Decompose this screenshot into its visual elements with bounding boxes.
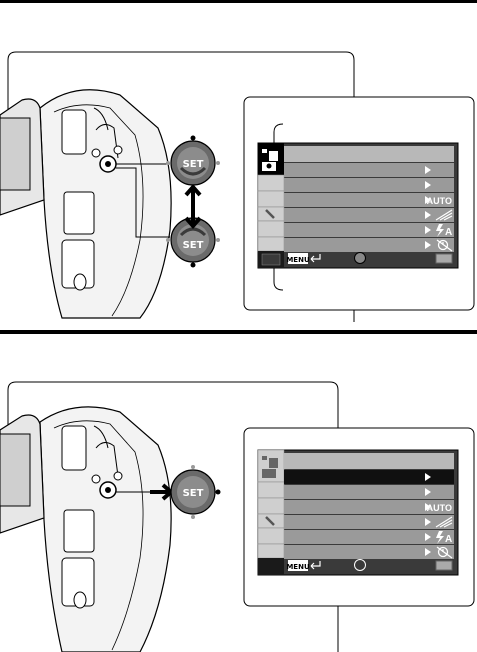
menu-header-2 bbox=[284, 453, 454, 469]
battery-icon bbox=[436, 561, 452, 570]
camera-illustration-2 bbox=[0, 407, 171, 652]
value-auto-2: AUTO bbox=[427, 503, 452, 513]
section-rule-top bbox=[0, 0, 477, 3]
menu-row[interactable]: A bbox=[284, 223, 454, 238]
set-key-icon bbox=[355, 253, 366, 264]
menu-key-label: MENU bbox=[286, 256, 310, 264]
camera-lens-window bbox=[62, 110, 86, 154]
camera-icon bbox=[262, 469, 276, 478]
set-label-upper: SET bbox=[183, 159, 204, 170]
menu-row[interactable]: AUTO bbox=[284, 500, 454, 514]
menu-row-selected[interactable] bbox=[284, 470, 454, 484]
set-label-center: SET bbox=[183, 488, 204, 499]
menu-row[interactable] bbox=[284, 238, 454, 252]
svg-text:A: A bbox=[445, 534, 452, 545]
menu-header bbox=[284, 146, 454, 162]
menu-screen-2: AUTO A bbox=[258, 450, 458, 575]
menu-key-label-2: MENU bbox=[286, 563, 310, 571]
menu-row[interactable] bbox=[284, 545, 454, 559]
stripe-mode-icon bbox=[436, 517, 452, 527]
menu-row[interactable] bbox=[284, 178, 454, 192]
stripe-mode-icon bbox=[436, 210, 452, 220]
set-label-lower: SET bbox=[183, 240, 204, 251]
battery-icon bbox=[436, 254, 452, 263]
menu-row[interactable]: A bbox=[284, 530, 454, 545]
down-arrow-icon bbox=[186, 205, 200, 226]
menu-row[interactable] bbox=[284, 485, 454, 499]
camera-lcd-panel bbox=[0, 118, 30, 190]
camera-panel bbox=[64, 192, 94, 234]
menu-row[interactable] bbox=[284, 208, 454, 222]
procedure-step-1: SET SET bbox=[0, 0, 477, 330]
camera-illustration bbox=[0, 90, 171, 318]
menu-row[interactable] bbox=[284, 515, 454, 529]
set-button-center-pressed[interactable]: SET bbox=[171, 465, 221, 519]
procedure-step-2: SET AUTO bbox=[0, 330, 477, 652]
menu-screen: AUTO A bbox=[258, 143, 458, 268]
value-auto: AUTO bbox=[427, 196, 452, 206]
menu-row[interactable]: AUTO bbox=[284, 193, 454, 207]
menu-row[interactable] bbox=[284, 163, 454, 177]
svg-text:A: A bbox=[445, 227, 452, 238]
set-button-up-pressed[interactable]: SET bbox=[166, 136, 220, 186]
